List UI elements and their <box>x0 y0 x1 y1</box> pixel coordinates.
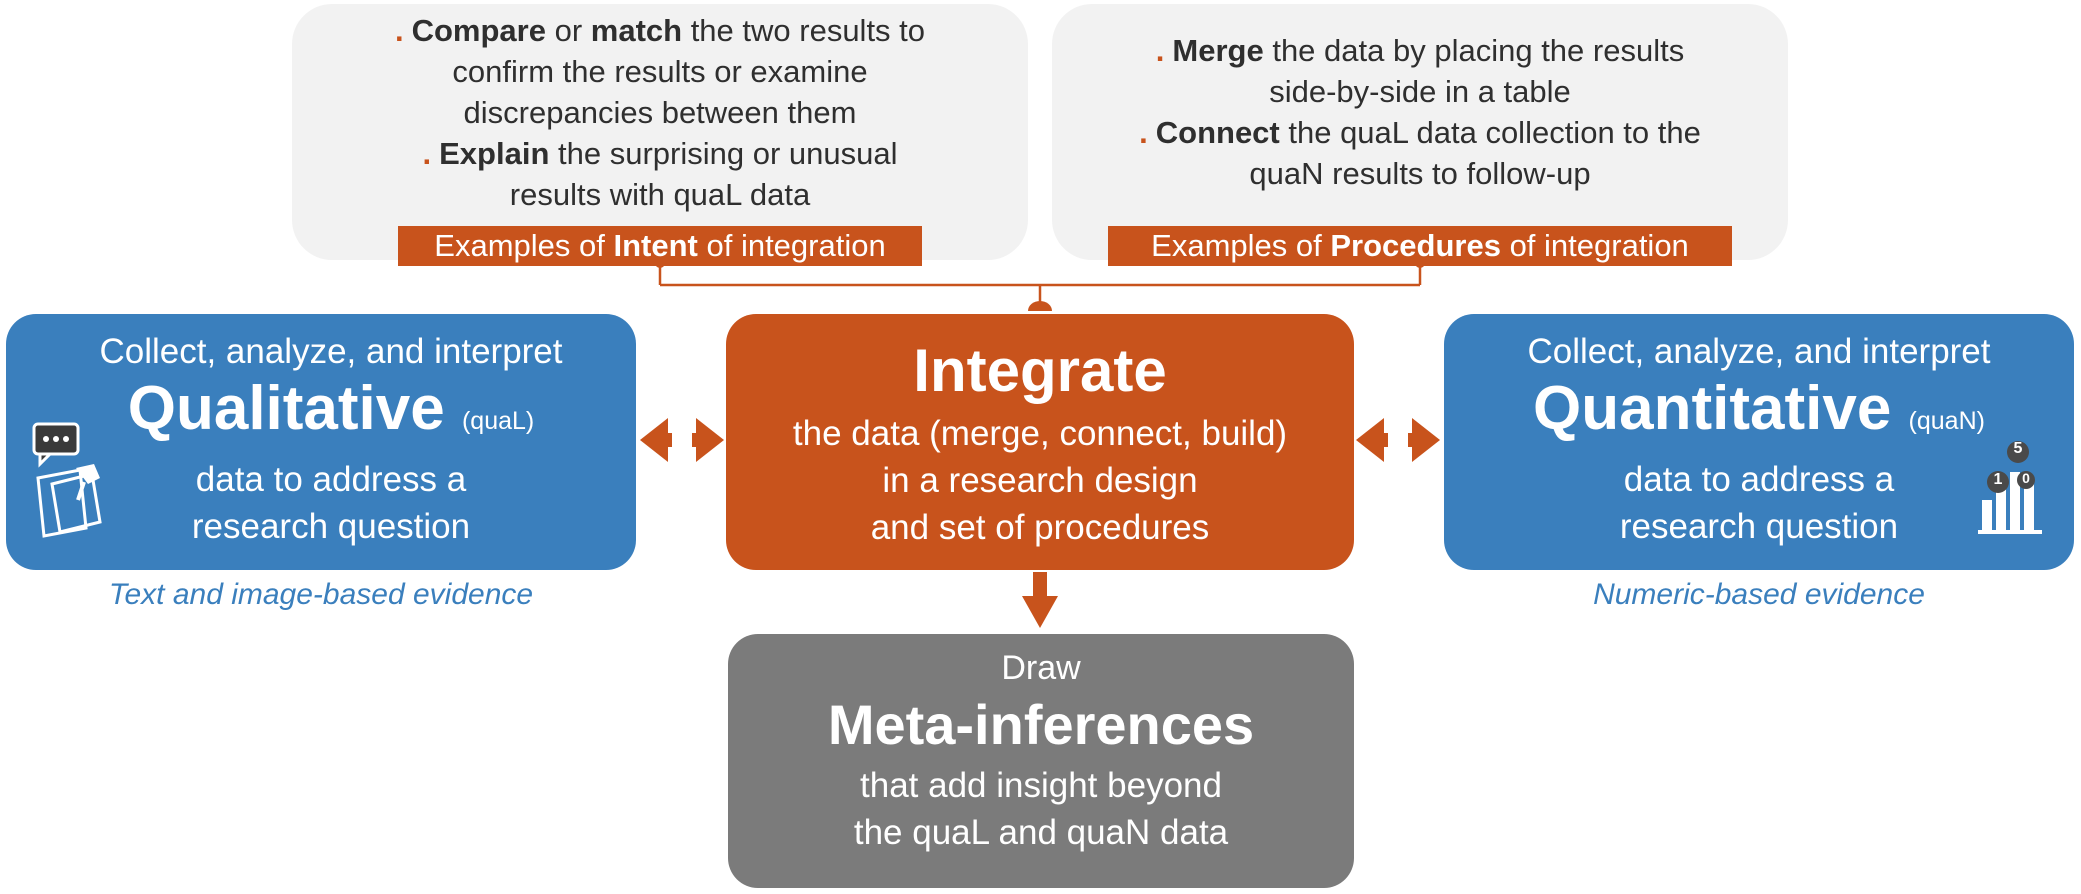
left-double-arrow <box>640 418 724 462</box>
quan-icon-number-5: 5 <box>2013 440 2023 457</box>
meta-inferences-box: Draw Meta-inferences that add insight be… <box>728 634 1354 888</box>
integrate-box: Integrate the data (merge, connect, buil… <box>726 314 1354 570</box>
chat-document-icon <box>32 422 102 538</box>
intent-callout: .Compare or match the two results to con… <box>292 4 1028 260</box>
bar-chart-icon <box>1978 441 2042 534</box>
procedures-item-2: .Connect the quaL data collection to the <box>1139 115 1701 150</box>
intent-item-1: .Compare or match the two results to <box>394 13 926 48</box>
procedures-tag: Examples of Procedures of integration <box>1108 226 1732 266</box>
intent-item-2: .Explain the surprising or unusual <box>422 136 898 171</box>
quantitative-box: Collect, analyze, and interpret Quantita… <box>1444 314 2074 570</box>
intent-tag: Examples of Intent of integration <box>398 226 922 266</box>
callout-connector <box>658 263 1422 306</box>
quan-icon-number-1: 1 <box>1993 471 2003 488</box>
qualitative-caption: Text and image-based evidence <box>108 578 534 611</box>
qualitative-box: Collect, analyze, and interpret Qualitat… <box>6 314 636 570</box>
procedures-item-1: .Merge the data by placing the results <box>1155 33 1685 68</box>
quan-icon-number-0: 0 <box>2022 470 2030 486</box>
quantitative-caption: Numeric-based evidence <box>1593 578 1925 611</box>
down-arrow <box>1022 572 1058 628</box>
right-double-arrow <box>1356 418 1440 462</box>
procedures-callout: .Merge the data by placing the results s… <box>1052 4 1788 260</box>
